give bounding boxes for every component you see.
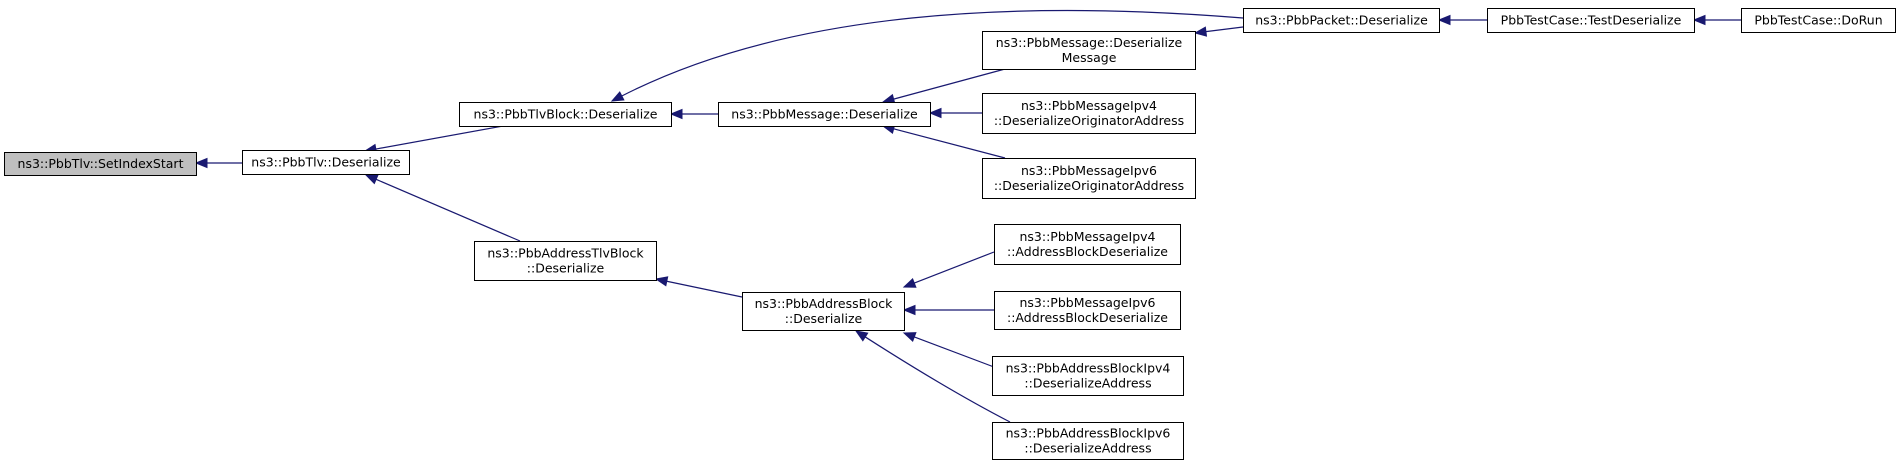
edge-n8-to-n5 xyxy=(1437,14,1487,26)
node-label: ::Deserialize xyxy=(527,261,605,276)
graph-node[interactable]: ns3::PbbAddressTlvBlock::Deserialize xyxy=(474,241,657,281)
graph-node[interactable]: ns3::PbbMessageIpv6::AddressBlockDeseria… xyxy=(994,291,1181,330)
edge-arrowhead xyxy=(854,330,869,342)
graph-node[interactable]: ns3::PbbMessageIpv6::DeserializeOriginat… xyxy=(982,158,1196,199)
graph-node[interactable]: PbbTestCase::TestDeserialize xyxy=(1487,8,1695,33)
node-box xyxy=(718,102,931,127)
edge-n9-to-n5 xyxy=(1193,26,1244,37)
graph-node[interactable]: ns3::PbbTlvBlock::Deserialize xyxy=(459,102,672,127)
graph-node[interactable]: ns3::PbbPacket::Deserialize xyxy=(1243,8,1440,33)
graph-node[interactable]: PbbTestCase::DoRun xyxy=(1741,8,1896,33)
node-label: ns3::PbbMessageIpv6 xyxy=(1021,163,1157,178)
node-label: ns3::PbbMessage::Deserialize xyxy=(731,107,918,122)
node-label: ns3::PbbAddressBlockIpv6 xyxy=(1006,426,1171,441)
graph-node[interactable]: ns3::PbbAddressBlock::Deserialize xyxy=(742,292,905,331)
edge-line xyxy=(914,251,995,284)
node-layer: ns3::PbbTlv::SetIndexStart ns3::PbbTlv::D… xyxy=(4,8,1896,460)
edge-line xyxy=(666,280,743,298)
edge-n5-to-n3 xyxy=(610,9,1244,102)
edge-layer xyxy=(194,9,1741,423)
edge-arrowhead xyxy=(654,276,669,287)
node-box xyxy=(992,422,1184,460)
node-box xyxy=(474,241,657,281)
edge-arrowhead xyxy=(194,157,208,169)
node-label: PbbTestCase::TestDeserialize xyxy=(1501,13,1682,28)
edge-arrowhead xyxy=(610,91,625,102)
edge-n7-to-n4 xyxy=(654,276,743,298)
node-label: ns3::PbbMessageIpv4 xyxy=(1020,229,1156,244)
edge-line xyxy=(914,336,995,368)
node-label: ns3::PbbAddressTlvBlock xyxy=(487,246,644,261)
edge-arrowhead xyxy=(364,174,379,185)
edge-arrowhead xyxy=(928,107,942,119)
edge-n2-to-n1 xyxy=(194,157,242,169)
node-box xyxy=(992,356,1184,396)
node-box xyxy=(982,31,1196,70)
edge-line xyxy=(893,68,1006,100)
node-label: ns3::PbbMessageIpv6 xyxy=(1020,295,1156,310)
node-label: ::Deserialize xyxy=(785,311,863,326)
node-label: ns3::PbbAddressBlockIpv4 xyxy=(1006,361,1171,376)
node-box xyxy=(982,158,1196,199)
edge-line xyxy=(864,336,1011,423)
node-label: ::DeserializeAddress xyxy=(1024,376,1151,391)
node-label: ns3::PbbAddressBlock xyxy=(755,296,894,311)
edge-arrowhead xyxy=(902,332,917,342)
node-box xyxy=(242,150,410,175)
edge-n10-to-n6 xyxy=(928,107,982,119)
edge-arrowhead xyxy=(1692,14,1706,26)
edge-arrowhead xyxy=(1193,26,1208,37)
graph-node[interactable]: ns3::PbbMessageIpv4::AddressBlockDeseria… xyxy=(994,224,1181,265)
node-box xyxy=(4,152,197,176)
node-box xyxy=(459,102,672,127)
node-box xyxy=(1243,8,1440,33)
node-box xyxy=(982,93,1196,134)
node-box xyxy=(994,224,1181,265)
edge-n14-to-n7 xyxy=(902,332,995,368)
node-box xyxy=(994,291,1181,330)
edge-arrowhead xyxy=(902,304,916,316)
node-label: ns3::PbbTlv::SetIndexStart xyxy=(18,156,184,171)
edge-n13-to-n7 xyxy=(902,304,994,316)
node-label: ns3::PbbTlvBlock::Deserialize xyxy=(474,107,658,122)
node-label: Message xyxy=(1062,50,1117,65)
edge-n16-to-n8 xyxy=(1692,14,1741,26)
edge-n15-to-n7 xyxy=(854,330,1011,423)
graph-node[interactable]: ns3::PbbAddressBlockIpv4::DeserializeAdd… xyxy=(992,356,1184,396)
node-label: ns3::PbbMessageIpv4 xyxy=(1021,98,1157,113)
node-box xyxy=(742,292,905,331)
node-label: ::AddressBlockDeserialize xyxy=(1007,244,1168,259)
node-box xyxy=(1741,8,1896,33)
edge-line xyxy=(621,9,1244,97)
edge-n6-to-n3 xyxy=(669,108,718,120)
edge-line xyxy=(893,128,1006,159)
node-label: ns3::PbbPacket::Deserialize xyxy=(1255,13,1428,28)
edge-arrowhead xyxy=(669,108,683,120)
graph-node[interactable]: ns3::PbbAddressBlockIpv6::DeserializeAdd… xyxy=(992,422,1184,460)
node-label: ::AddressBlockDeserialize xyxy=(1007,310,1168,325)
edge-line xyxy=(1205,26,1244,33)
node-label: ::DeserializeOriginatorAddress xyxy=(994,178,1184,193)
node-label: PbbTestCase::DoRun xyxy=(1754,13,1882,28)
edge-n12-to-n7 xyxy=(902,251,995,288)
node-label: ::DeserializeAddress xyxy=(1024,441,1151,456)
edge-n3-to-n2 xyxy=(363,125,504,155)
edge-n4-to-n2 xyxy=(364,174,521,242)
graph-node[interactable]: ns3::PbbMessage::Deserialize xyxy=(718,102,931,127)
node-label: ::DeserializeOriginatorAddress xyxy=(994,113,1184,128)
edge-arrowhead xyxy=(1437,14,1451,26)
edge-arrowhead xyxy=(902,277,917,288)
edge-line xyxy=(375,125,504,150)
node-box xyxy=(1487,8,1695,33)
graph-node[interactable]: ns3::PbbMessageIpv4::DeserializeOriginat… xyxy=(982,93,1196,134)
node-label: ns3::PbbTlv::Deserialize xyxy=(251,155,401,170)
node-label: ns3::PbbMessage::Deserialize xyxy=(996,35,1183,50)
edge-line xyxy=(375,178,521,242)
graph-node[interactable]: ns3::PbbTlv::Deserialize xyxy=(242,150,410,175)
graph-node-current: ns3::PbbTlv::SetIndexStart xyxy=(4,152,197,176)
